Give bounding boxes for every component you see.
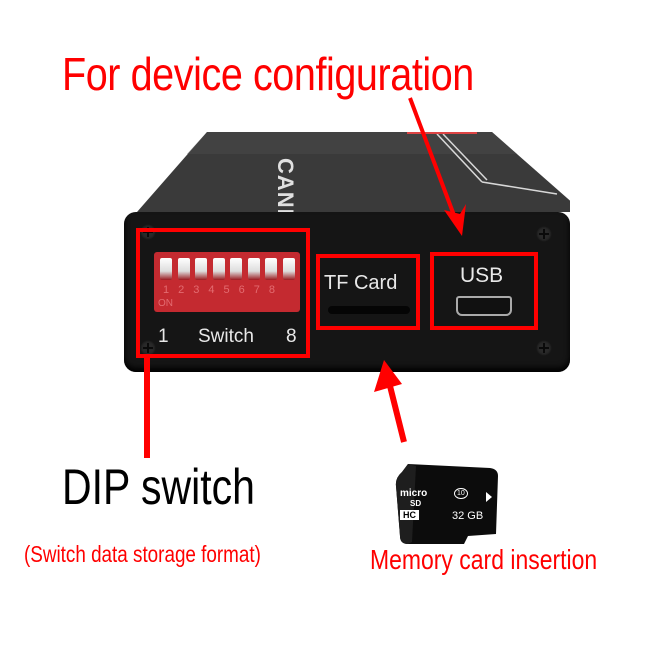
dip-face-center: Switch (198, 326, 254, 347)
screw-icon (536, 226, 552, 242)
usb-highlight (430, 252, 538, 330)
dip-lever[interactable] (195, 258, 207, 280)
card-logo-hc: HC (400, 510, 419, 520)
dip-number: 5 (223, 284, 230, 296)
usb-port[interactable] (456, 296, 512, 316)
tf-card-slot[interactable] (328, 306, 410, 314)
microsd-card-image (395, 464, 498, 544)
screw-icon (140, 340, 156, 356)
tf-slot-label: TF Card (324, 272, 398, 294)
dip-switch[interactable]: 1 2 3 4 5 6 7 8 ON (154, 252, 300, 312)
card-capacity: 32 GB (452, 510, 484, 522)
dip-face-left: 1 (158, 326, 169, 347)
dip-number: 1 (163, 284, 170, 296)
dip-lever[interactable] (247, 258, 260, 280)
dip-face-right: 8 (286, 326, 297, 347)
card-class-badge: 10 (454, 488, 468, 499)
memory-card-annotation: Memory card insertion (370, 544, 598, 575)
dip-lever[interactable] (230, 258, 242, 280)
dip-number: 3 (193, 284, 200, 296)
dip-lever[interactable] (282, 258, 295, 280)
usb-annotation-label: For device configuration (62, 48, 474, 100)
card-logo-sd: SD (410, 499, 422, 508)
tf-arrow (374, 360, 407, 443)
tf-slot-highlight (316, 254, 420, 330)
card-logo-micro: micro (400, 488, 428, 499)
dip-number: 2 (178, 284, 185, 296)
dip-lever[interactable] (160, 258, 172, 280)
dip-lever[interactable] (265, 258, 277, 280)
dip-number: 8 (268, 284, 275, 296)
dip-lever[interactable] (177, 258, 190, 280)
dip-number: 7 (253, 284, 260, 296)
dip-lever[interactable] (212, 258, 225, 280)
screw-icon (536, 340, 552, 356)
dip-on-label: ON (158, 298, 173, 309)
dip-switch-highlight (136, 228, 310, 358)
dip-switch-title: DIP switch (62, 459, 255, 515)
usb-label: USB (460, 264, 504, 287)
dip-number: 6 (238, 284, 245, 296)
dip-switch-subtitle: (Switch data storage format) (24, 541, 261, 567)
dip-number: 4 (208, 284, 215, 296)
device-top-panel (137, 132, 570, 212)
